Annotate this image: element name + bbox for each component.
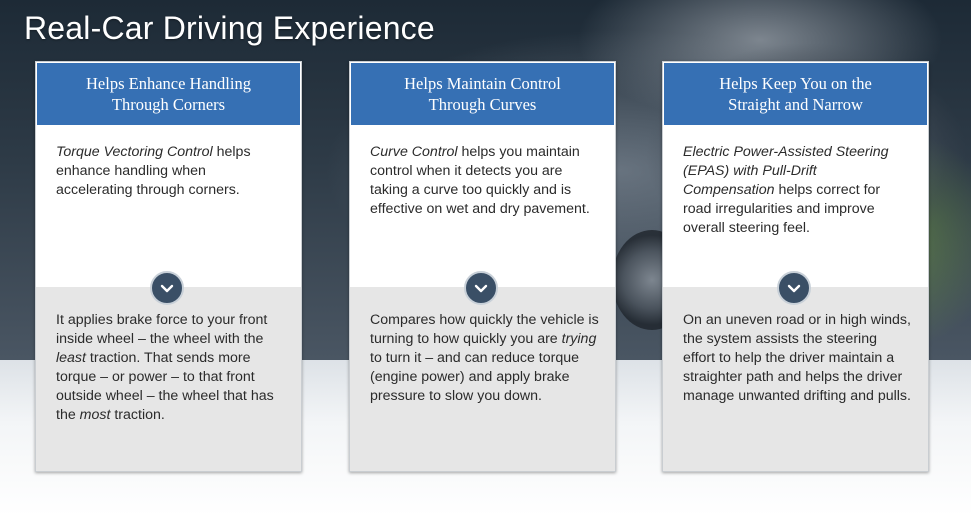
card-title-line2: Through Curves (428, 95, 537, 114)
details-emphasis: most (79, 407, 111, 423)
feature-card-handling: Helps Enhance Handling Through Corners T… (35, 61, 302, 472)
card-summary-text: Torque Vectoring Control helps enhance h… (56, 143, 283, 200)
card-title: Helps Keep You on the Straight and Narro… (681, 73, 911, 115)
card-summary: Torque Vectoring Control helps enhance h… (36, 125, 301, 286)
details-part: traction. That sends more torque – or po… (56, 350, 274, 423)
feature-card-control: Helps Maintain Control Through Curves Cu… (349, 61, 616, 472)
card-header: Helps Maintain Control Through Curves (350, 62, 615, 125)
feature-name: Electric Power-Assisted Steering (EPAS) … (683, 144, 889, 198)
card-header: Helps Enhance Handling Through Corners (36, 62, 301, 125)
card-title-line2: Through Corners (111, 95, 226, 114)
card-details-text: On an uneven road or in high winds, the … (683, 311, 912, 406)
details-emphasis: trying (561, 331, 597, 347)
details-part: to turn it – and can reduce torque (engi… (370, 350, 580, 404)
details-part: It applies brake force to your front ins… (56, 312, 268, 347)
feature-name: Curve Control (370, 144, 458, 160)
card-title-line1: Helps Maintain Control (404, 74, 561, 93)
details-part: traction. (110, 407, 165, 423)
card-details-text: It applies brake force to your front ins… (56, 311, 285, 425)
summary-body: helps you maintain control when it detec… (370, 144, 590, 217)
chevron-down-icon (787, 284, 801, 292)
card-details-text: Compares how quickly the vehicle is turn… (370, 311, 599, 406)
card-summary: Curve Control helps you maintain control… (350, 125, 615, 286)
summary-body: helps correct for road irregularities an… (683, 182, 881, 236)
card-title-line2: Straight and Narrow (728, 95, 863, 114)
card-summary-text: Electric Power-Assisted Steering (EPAS) … (683, 143, 910, 238)
chevron-down-icon (474, 284, 488, 292)
details-part: Compares how quickly the vehicle is turn… (370, 312, 599, 347)
card-title: Helps Maintain Control Through Curves (368, 73, 598, 115)
details-part: On an uneven road or in high winds, the … (683, 312, 911, 404)
card-header: Helps Keep You on the Straight and Narro… (663, 62, 928, 125)
card-title-line1: Helps Enhance Handling (86, 74, 251, 93)
expand-button[interactable] (464, 271, 498, 305)
feature-card-steering: Helps Keep You on the Straight and Narro… (662, 61, 929, 472)
card-title: Helps Enhance Handling Through Corners (54, 73, 284, 115)
card-title-line1: Helps Keep You on the (719, 74, 872, 93)
chevron-down-icon (160, 284, 174, 292)
details-emphasis: least (56, 350, 86, 366)
page-title: Real-Car Driving Experience (24, 10, 435, 46)
expand-button[interactable] (777, 271, 811, 305)
card-details: On an uneven road or in high winds, the … (663, 287, 928, 471)
card-summary: Electric Power-Assisted Steering (EPAS) … (663, 125, 928, 286)
feature-name: Torque Vectoring Control (56, 144, 213, 160)
card-details: Compares how quickly the vehicle is turn… (350, 287, 615, 471)
expand-button[interactable] (150, 271, 184, 305)
card-details: It applies brake force to your front ins… (36, 287, 301, 471)
card-summary-text: Curve Control helps you maintain control… (370, 143, 597, 219)
summary-body: helps enhance handling when accelerating… (56, 144, 251, 198)
